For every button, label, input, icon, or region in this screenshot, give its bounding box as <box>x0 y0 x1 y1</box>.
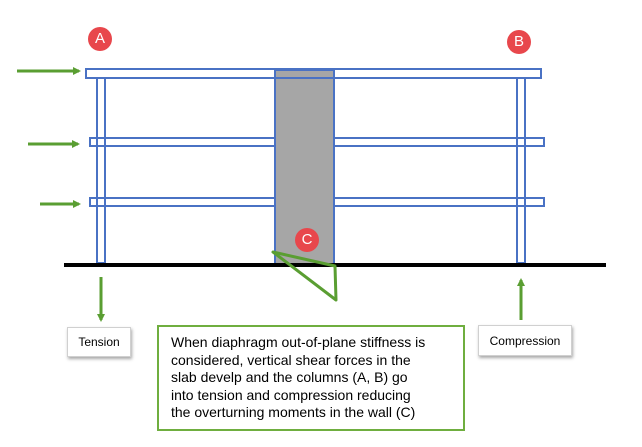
caption-line-5: the overturning moments in the wall (C) <box>171 404 416 420</box>
caption-line-4: into tension and compression reducing <box>171 386 411 403</box>
compression-label: Compression <box>478 325 572 356</box>
caption-line-3: slab develp and the columns (A, B) go <box>171 369 408 385</box>
caption-box: When diaphragm out-of-plane stiffness is… <box>157 325 465 431</box>
moment-triangle <box>271 250 338 302</box>
slab-level-2-right <box>333 137 545 147</box>
column-b <box>516 77 526 264</box>
tension-label: Tension <box>67 327 131 357</box>
marker-b: B <box>507 30 531 54</box>
marker-c: C <box>295 228 319 252</box>
roof-slab <box>85 68 542 79</box>
caption-line-2: considered, vertical shear forces in the <box>171 351 411 368</box>
slab-level-1-left <box>89 197 276 207</box>
caption-line-1: When diaphragm out-of-plane stiffness is <box>171 334 426 350</box>
slab-level-1-right <box>333 197 545 207</box>
slab-level-2-left <box>89 137 276 147</box>
marker-a: A <box>88 27 112 51</box>
column-a <box>96 77 106 264</box>
